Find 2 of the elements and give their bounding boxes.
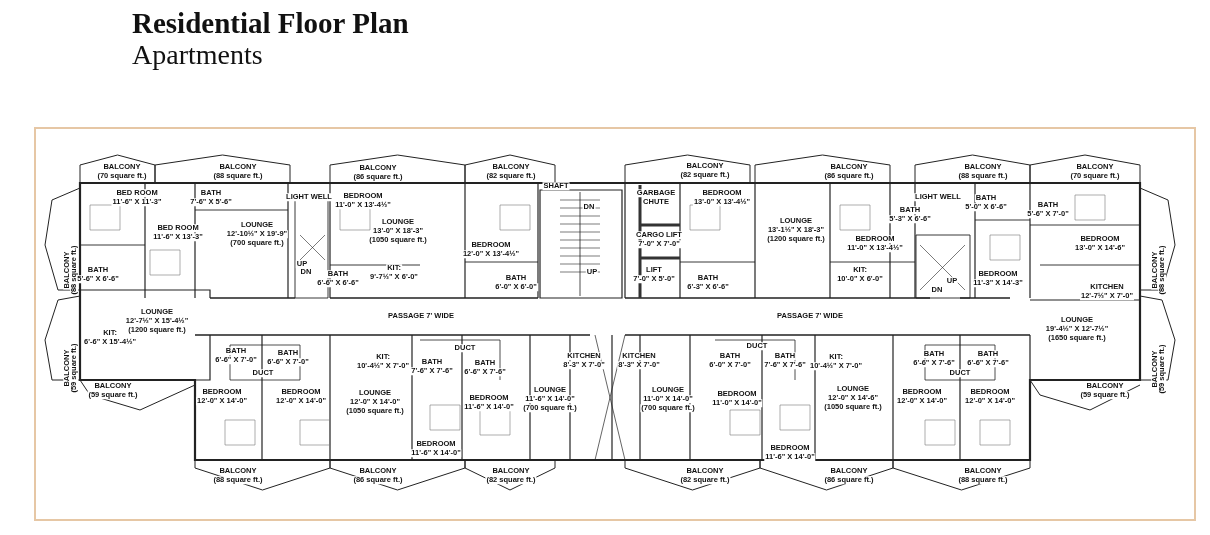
subtitle: Apartments (132, 40, 263, 71)
title: Residential Floor Plan (132, 8, 409, 40)
